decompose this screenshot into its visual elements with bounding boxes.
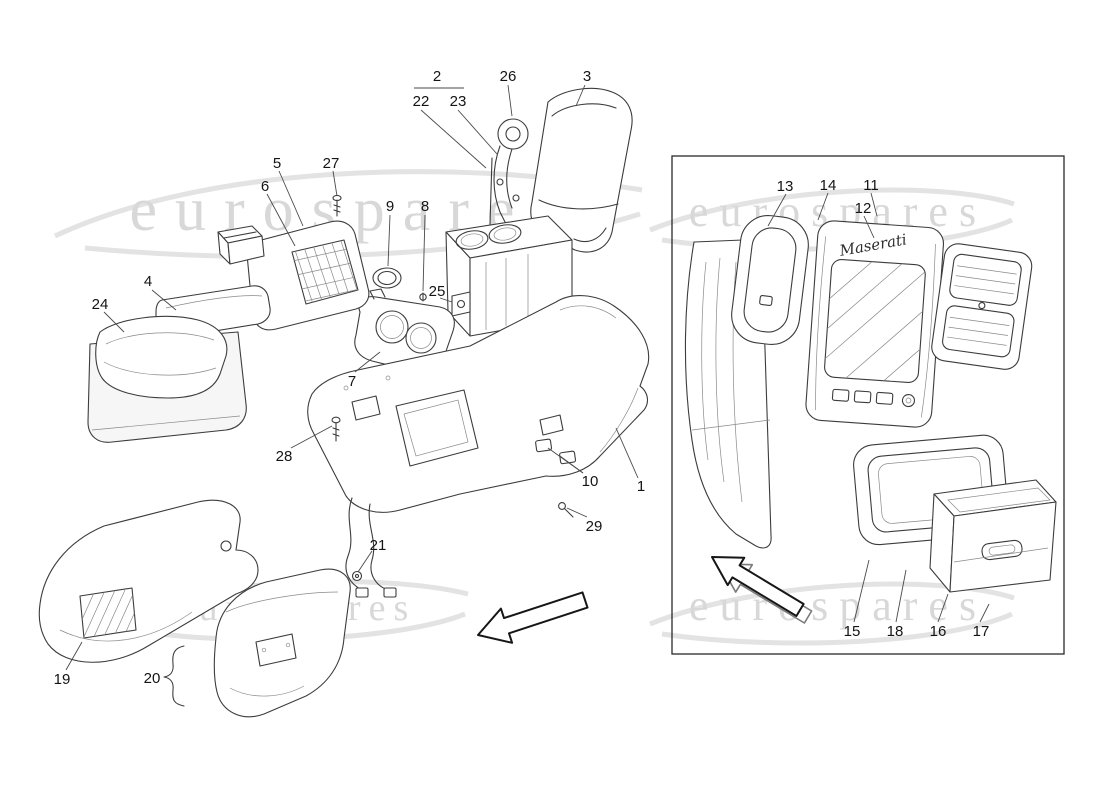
latch-25: [451, 291, 471, 317]
direction-arrow-main: [477, 591, 589, 644]
part-callout-24[interactable]: 24: [92, 296, 109, 313]
part-callout-5[interactable]: 5: [273, 155, 281, 172]
part-callout-9[interactable]: 9: [386, 198, 394, 215]
armrest-pad: [87, 315, 247, 443]
center-stack-bezel: [805, 220, 945, 428]
part-callout-10[interactable]: 10: [582, 473, 599, 490]
stud-fastener: [419, 292, 427, 302]
small-bin: [217, 225, 265, 265]
part-callout-3[interactable]: 3: [583, 68, 591, 85]
part-callout-26[interactable]: 26: [500, 68, 517, 85]
rear-trim-panel-20: [163, 568, 351, 718]
part-callout-23[interactable]: 23: [450, 93, 467, 110]
part-callout-7[interactable]: 7: [348, 373, 356, 390]
part-callout-6[interactable]: 6: [261, 178, 269, 195]
panel-hatch: [80, 588, 136, 638]
part-callout-13[interactable]: 13: [777, 178, 794, 195]
part-callout-14[interactable]: 14: [820, 177, 837, 194]
drawer-handle: [981, 539, 1023, 561]
part-callout-25[interactable]: 25: [429, 283, 446, 300]
storage-drawer: [929, 479, 1057, 593]
wiring-harness: [345, 497, 363, 591]
part-callout-29[interactable]: 29: [586, 518, 603, 535]
part-callout-17[interactable]: 17: [973, 623, 990, 640]
part-callout-2[interactable]: 2: [433, 68, 441, 85]
screw-29: [558, 502, 574, 518]
part-callout-19[interactable]: 19: [54, 671, 71, 688]
cup-holder-insert: [354, 288, 455, 373]
part-callout-22[interactable]: 22: [413, 93, 430, 110]
air-vents: [931, 243, 1033, 370]
rear-trim-panel-19: [38, 499, 259, 663]
brace-20: [163, 645, 185, 707]
part-callout-28[interactable]: 28: [276, 448, 293, 465]
part-callout-16[interactable]: 16: [930, 623, 947, 640]
part-callout-12[interactable]: 12: [855, 200, 872, 217]
clip-13: [759, 294, 773, 307]
bezel-trim-ring: [731, 214, 809, 346]
gear-boot-trim: [217, 220, 370, 331]
part-callout-1[interactable]: 1: [637, 478, 645, 495]
part-callout-27[interactable]: 27: [323, 155, 340, 172]
screen-hatch: [823, 258, 926, 384]
part-callout-15[interactable]: 15: [844, 623, 861, 640]
direction-arrow-inset: [711, 556, 805, 617]
part-callout-8[interactable]: 8: [421, 198, 429, 215]
retaining-clips: [535, 438, 577, 465]
armrest-lid: [530, 87, 633, 253]
part-callout-18[interactable]: 18: [887, 623, 904, 640]
leader-lines: [65, 84, 990, 671]
clip-21: [351, 570, 363, 582]
part-callout-11[interactable]: 11: [863, 177, 879, 194]
inset-detail-view: Maserati: [671, 155, 1065, 655]
part-callouts: 1 2 3 4 5 6 7 8 9 10 11 12 13 14 15 16 1…: [54, 68, 990, 688]
part-callout-4[interactable]: 4: [144, 273, 152, 290]
part-callout-21[interactable]: 21: [370, 537, 387, 554]
inset-border: [671, 155, 1065, 655]
cup-mat: [372, 267, 402, 289]
part-callout-20[interactable]: 20: [144, 670, 161, 687]
screw-28: [331, 416, 341, 442]
